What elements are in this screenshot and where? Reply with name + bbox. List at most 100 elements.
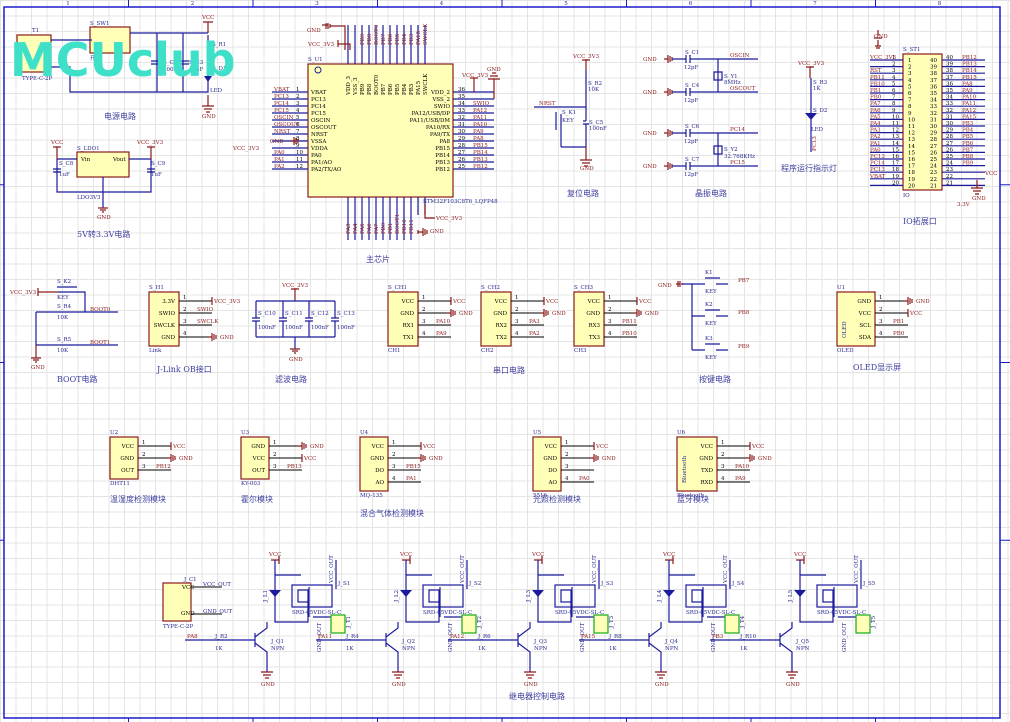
switch-ref: S_SW1 <box>90 21 109 27</box>
relay-terminal-block[interactable] <box>593 614 609 634</box>
module-pin-name: SDA <box>859 335 872 341</box>
module-body[interactable] <box>148 291 180 347</box>
module-body[interactable] <box>676 436 718 492</box>
frame-col-label: 6 <box>689 1 693 7</box>
power-switch[interactable] <box>89 26 131 54</box>
io-pin-number: 16 <box>892 154 899 160</box>
c5-value: 100nF <box>589 126 607 132</box>
relay-coil-icon[interactable] <box>422 584 464 608</box>
module-pin-name: RX1 <box>402 323 414 329</box>
io-pin-number: 20 <box>892 180 899 186</box>
c2-ref: S_C2 <box>163 60 177 66</box>
crystal-cap-value: 12pF <box>684 65 699 71</box>
relay-terminal-block[interactable] <box>461 614 477 634</box>
io-left-net: PC13 <box>870 154 885 160</box>
module-pin-number: 4 <box>183 331 187 337</box>
mcu-pin-number: 27 <box>458 150 465 156</box>
frame-col-label: 5 <box>564 1 568 7</box>
relay-coil-icon[interactable] <box>554 584 596 608</box>
module-body[interactable] <box>387 291 419 347</box>
mcu-pin-number: 7 <box>296 129 300 135</box>
c3-ref: S_C3 <box>189 60 204 66</box>
relay-base-resistor-ref: J_R2 <box>214 634 228 640</box>
mcu-pin-name: PC14 <box>311 104 326 110</box>
relay-transistor-ref: J_Q2 <box>401 639 415 645</box>
relay-led-ref: J_L2 <box>394 590 400 603</box>
mcu-pin-number: 9 <box>296 143 300 149</box>
relay-terminal-block[interactable] <box>724 614 740 634</box>
io-left-net: PA6 <box>870 108 881 114</box>
relay-terminal-block[interactable] <box>855 614 871 634</box>
io-left-net: PA3 <box>870 128 881 134</box>
io-pin-number: 24 <box>946 161 953 167</box>
mcu-top-pin-net: PA15 <box>416 30 422 45</box>
module-pin-name: OUT <box>121 468 134 474</box>
io-pin-inner-left: 18 <box>908 170 915 176</box>
relay-base-resistor-value: 1K <box>215 646 223 652</box>
io-pin-inner-right: 23 <box>930 170 937 176</box>
io-left-net: PC13 <box>870 167 885 173</box>
relay-led-icon <box>400 590 412 597</box>
mcu-pin-name: OSCOUT <box>311 125 337 131</box>
relay-gndout-net: GND_OUT <box>580 622 586 652</box>
io-pin-number: 8 <box>892 101 896 107</box>
module-body[interactable] <box>573 291 605 347</box>
module-body[interactable] <box>359 436 389 492</box>
relay-coil-icon[interactable] <box>816 584 858 608</box>
relay-transistor-type: NPN <box>796 646 810 652</box>
mcu-pin-number: 35 <box>458 94 465 100</box>
module-pin-number: 4 <box>879 331 883 337</box>
key-2-switch-icon[interactable] <box>692 309 728 317</box>
io-right-net: PB5 <box>962 134 974 140</box>
mcu-pin-name: PC15 <box>311 111 326 117</box>
mcu-bottom-pin-net: PA3 <box>346 223 352 234</box>
module-pin-net: PA9 <box>735 476 746 482</box>
relay-coil-icon[interactable] <box>685 584 727 608</box>
module-pin-net: GND <box>645 311 659 317</box>
io-pin-inner-left: 16 <box>908 157 915 163</box>
module-pin-number: 2 <box>515 307 519 313</box>
mcu-chip-stm32[interactable] <box>307 63 454 198</box>
module-pin-net: GND <box>758 456 772 462</box>
relay-part: SRD-05VDC-SL-C <box>423 610 472 616</box>
mcu-vssa-gnd-icon <box>290 137 299 145</box>
key-3-switch-icon[interactable] <box>692 343 728 351</box>
r3-value: 1K <box>813 86 821 92</box>
crystal-gnd-icon <box>664 55 673 63</box>
io-left-net: PC14 <box>870 161 885 167</box>
module-body[interactable] <box>240 436 270 480</box>
filter-cap-ref: S_C13 <box>337 311 355 317</box>
mcuclub-watermark-logo: MCUclub <box>10 33 236 87</box>
module-pin-name: DO <box>548 468 557 474</box>
d1-value: LED <box>210 88 223 94</box>
module-body[interactable] <box>532 436 562 492</box>
relay-channel-wires <box>799 560 863 623</box>
module-part: CH3 <box>574 348 587 354</box>
relay-terminal-block[interactable] <box>330 614 346 634</box>
relay-base-resistor-value: 1K <box>609 646 617 652</box>
module-body[interactable] <box>109 436 139 480</box>
io-right-net: PB6 <box>962 141 974 147</box>
module-body[interactable] <box>480 291 512 347</box>
crystal-cap-ref: S_C4 <box>685 83 700 89</box>
module-body[interactable] <box>836 291 876 347</box>
module-pin-number: 1 <box>565 440 569 446</box>
relay-ref: J_S1 <box>337 581 350 587</box>
module-pin-number: 2 <box>879 307 883 313</box>
module-ref: U5 <box>533 430 542 436</box>
module-pin-name: RX3 <box>588 323 600 329</box>
mcu-pin-number: 4 <box>296 108 300 114</box>
module-pin-number: 3 <box>721 464 725 470</box>
typec-connector-jc1[interactable] <box>162 582 192 622</box>
io-pin-inner-right: 22 <box>930 177 937 183</box>
module-pin-net: SWIO <box>197 307 214 313</box>
led-d2-icon <box>805 113 817 120</box>
key-1-switch-icon[interactable] <box>692 277 728 285</box>
io-header-st1[interactable] <box>902 53 943 191</box>
ldo-chip[interactable] <box>76 151 130 178</box>
relay-gnd-label: GND <box>786 682 800 688</box>
module-pin-net: PB12 <box>156 464 171 470</box>
ldo-vout-pin: Vout <box>112 157 126 163</box>
typec-connector-t1 <box>16 34 52 73</box>
relay-coil-icon[interactable] <box>291 584 333 608</box>
